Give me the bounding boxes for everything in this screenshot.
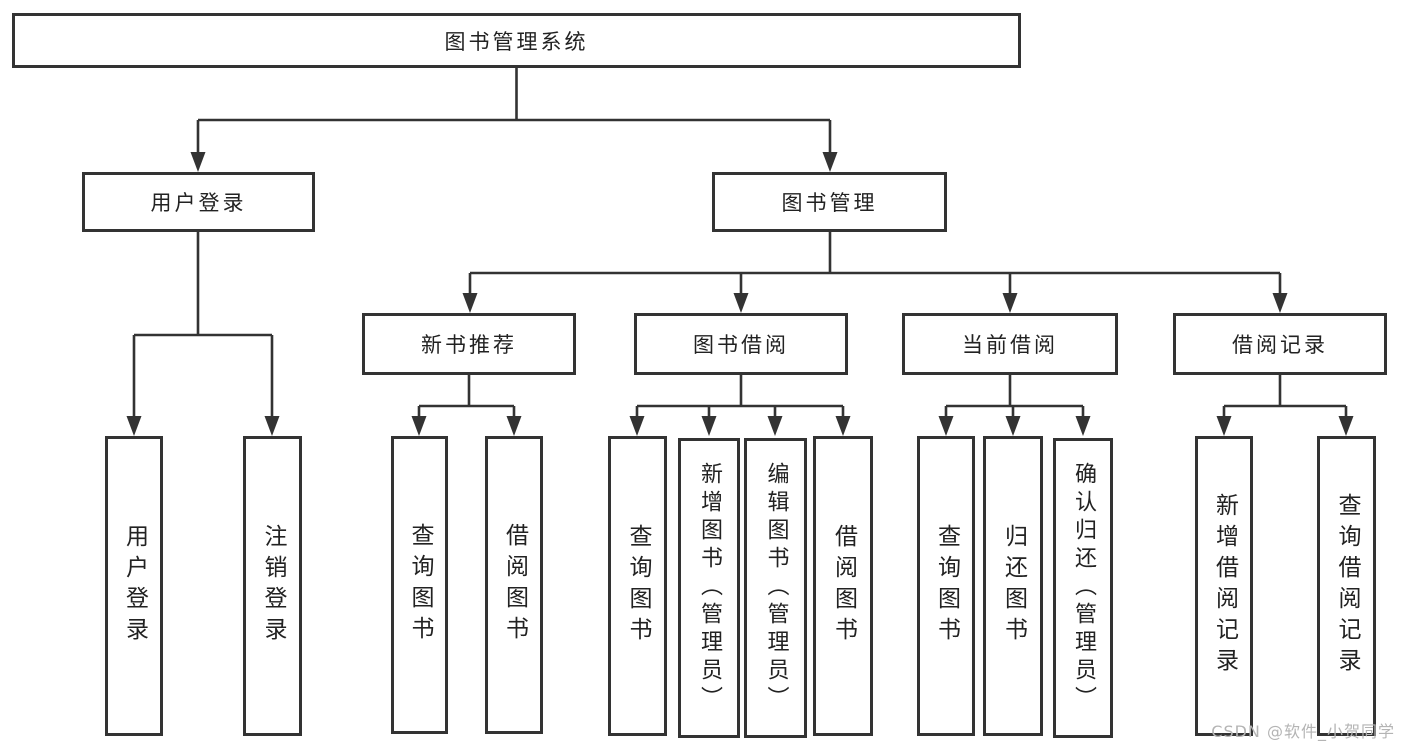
node-leaf-edit-books-admin: 编辑图书（管理员） (744, 438, 807, 738)
node-root-system: 图书管理系统 (12, 13, 1021, 68)
node-leaf-query-books-recommend: 查询图书 (391, 436, 448, 734)
node-leaf-add-borrow-record: 新增借阅记录 (1195, 436, 1253, 736)
node-borrowing-records: 借阅记录 (1173, 313, 1387, 375)
node-leaf-borrow-books: 借阅图书 (813, 436, 873, 736)
arrowhead-icons (126, 152, 1354, 436)
node-leaf-query-books-borrow: 查询图书 (608, 436, 667, 736)
node-leaf-return-books: 归还图书 (983, 436, 1043, 736)
node-leaf-logout: 注销登录 (243, 436, 302, 736)
node-leaf-add-books-admin: 新增图书（管理员） (678, 438, 740, 738)
node-user-login: 用户登录 (82, 172, 315, 232)
node-current-borrowing: 当前借阅 (902, 313, 1118, 375)
node-leaf-confirm-return-admin: 确认归还（管理员） (1053, 438, 1113, 738)
csdn-watermark: CSDN @软件_小贺同学 (1211, 722, 1395, 741)
node-leaf-borrow-books-recommend: 借阅图书 (485, 436, 543, 734)
node-leaf-user-login: 用户登录 (105, 436, 163, 736)
node-leaf-query-books-current: 查询图书 (917, 436, 975, 736)
node-book-management: 图书管理 (712, 172, 947, 232)
node-new-book-recommend: 新书推荐 (362, 313, 576, 375)
node-leaf-query-borrow-record: 查询借阅记录 (1317, 436, 1376, 736)
node-book-borrowing: 图书借阅 (634, 313, 848, 375)
connector-lines (132, 68, 1348, 418)
